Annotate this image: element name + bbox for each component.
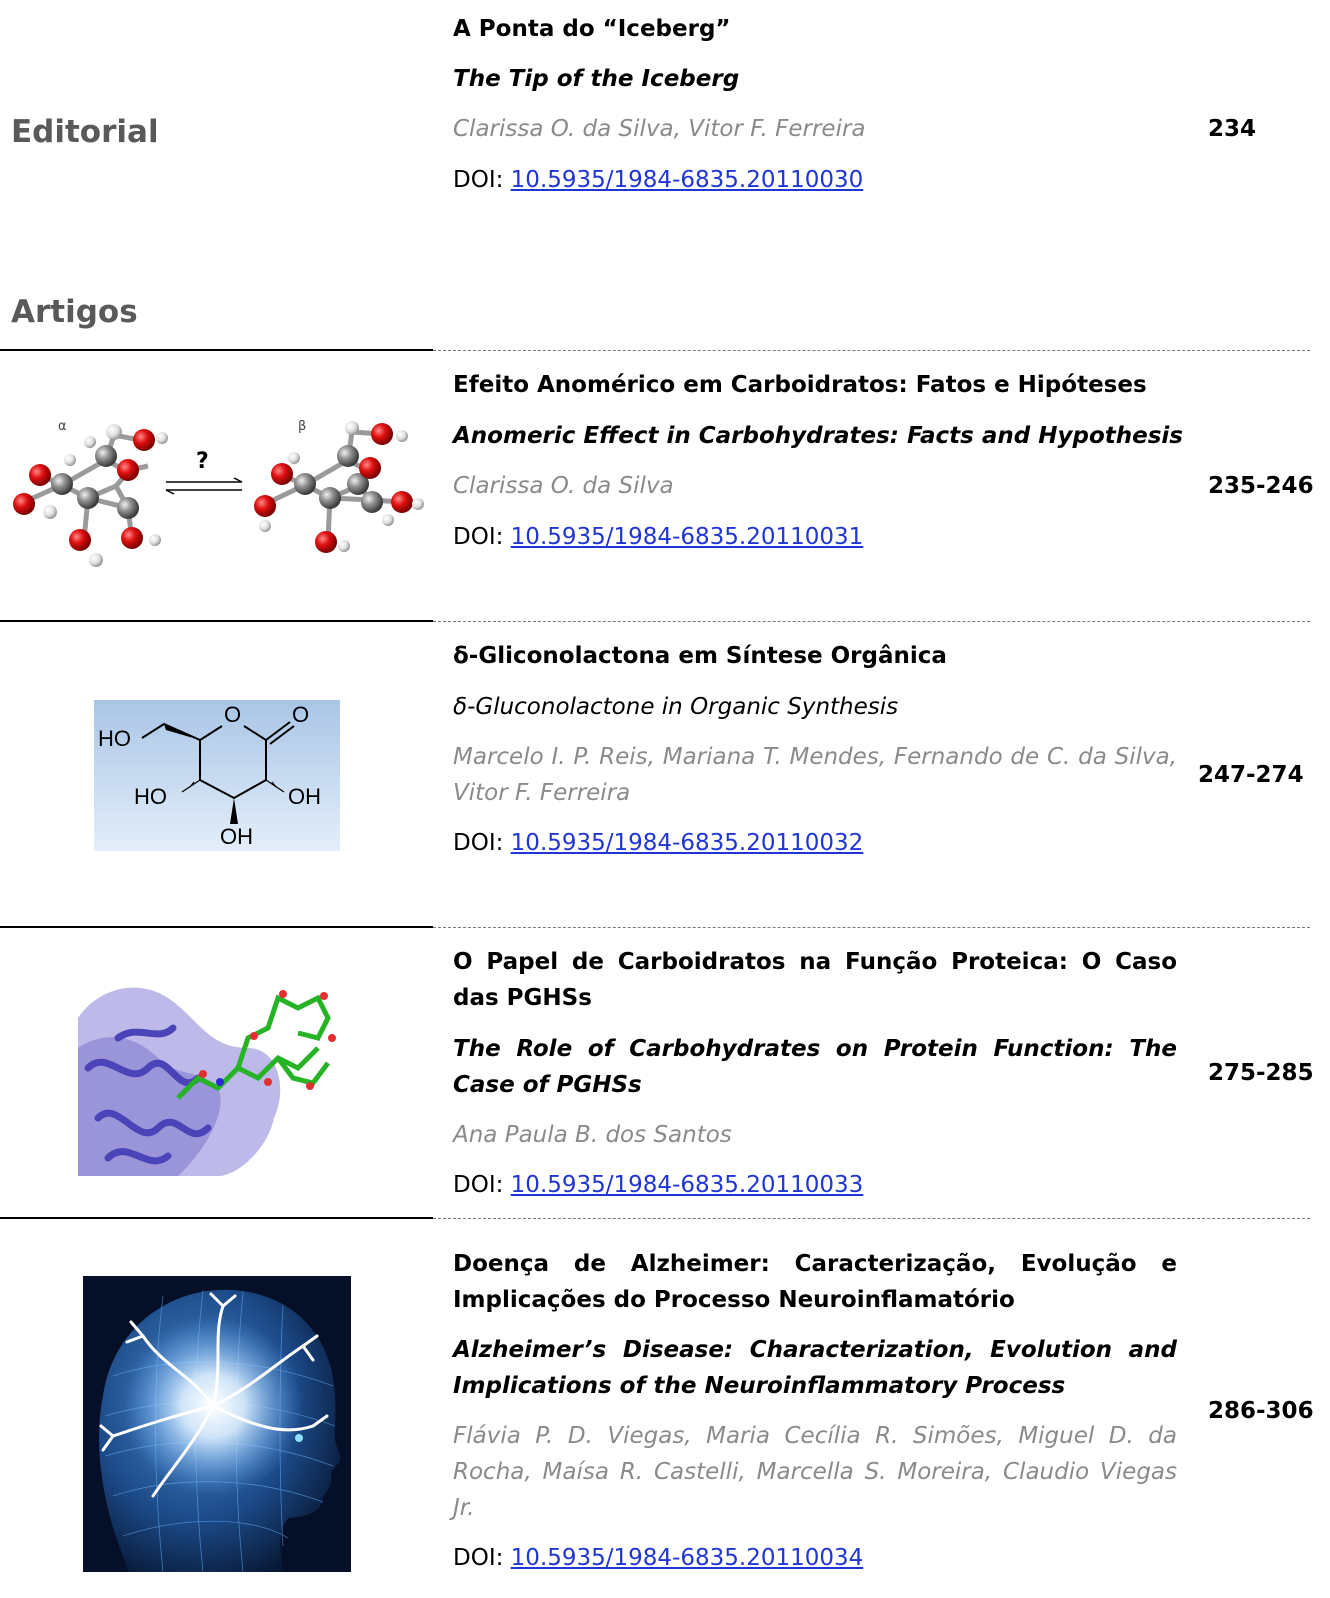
editorial-title: A Ponta do “Iceberg”	[453, 16, 731, 42]
doi-prefix: DOI:	[453, 524, 511, 550]
doi-prefix: DOI:	[453, 830, 511, 856]
divider-solid	[0, 349, 433, 351]
divider-dashed	[433, 1218, 1310, 1219]
article-2-title: δ-Gliconolactona em Síntese Orgânica	[453, 643, 947, 669]
divider-solid	[0, 620, 433, 622]
oh-label: OH	[288, 784, 321, 809]
doi-prefix: DOI:	[453, 1172, 511, 1198]
equilibrium-question-mark: ?	[196, 449, 209, 474]
article-4-subtitle: Alzheimer’s Disease: Characterization, E…	[453, 1337, 1177, 1399]
articles-section-label: Artigos	[11, 294, 138, 330]
oh-label: OH	[220, 824, 253, 849]
divider-solid	[0, 926, 433, 928]
doi-prefix: DOI:	[453, 167, 511, 193]
article-3-title: O Papel de Carboidratos na Função Protei…	[453, 949, 1177, 1011]
article-2-authors: Marcelo I. P. Reis, Mariana T. Mendes, F…	[453, 744, 1177, 806]
article-1-doi: DOI: 10.5935/1984-6835.20110031	[453, 519, 863, 555]
editorial-pages: 234	[1208, 116, 1257, 142]
divider-solid	[0, 1217, 433, 1219]
article-4-title: Doença de Alzheimer: Caracterização, Evo…	[453, 1251, 1177, 1313]
article-4-pages: 286-306	[1208, 1398, 1314, 1424]
gluconolactone-structure-figure: HO O O HO OH OH	[94, 700, 340, 851]
hashed-wedge-bonds	[181, 779, 285, 793]
article-3-subtitle: The Role of Carbohydrates on Protein Fun…	[453, 1036, 1177, 1098]
ring-oxygen-label: O	[224, 702, 241, 727]
divider-dashed	[433, 350, 1310, 351]
beta-label: β	[298, 419, 306, 434]
carbonyl-oxygen-label: O	[292, 702, 309, 727]
article-3-doi: DOI: 10.5935/1984-6835.20110033	[453, 1167, 863, 1203]
article-1-title: Efeito Anomérico em Carboidratos: Fatos …	[453, 372, 1147, 398]
article-2-pages: 247-274	[1198, 762, 1304, 788]
article-1-subtitle: Anomeric Effect in Carbohydrates: Facts …	[453, 423, 1183, 449]
article-3-pages: 275-285	[1208, 1060, 1314, 1086]
doi-prefix: DOI:	[453, 1545, 511, 1571]
ho-label: HO	[98, 726, 131, 751]
article-1-doi-link[interactable]: 10.5935/1984-6835.20110031	[510, 524, 864, 550]
article-2-subtitle: δ-Gluconolactone in Organic Synthesis	[453, 694, 899, 720]
editorial-section-label: Editorial	[11, 114, 159, 150]
anomeric-effect-molecule-figure: α ? β	[13, 419, 424, 567]
article-4-authors: Flávia P. D. Viegas, Maria Cecília R. Si…	[453, 1423, 1177, 1521]
divider-dashed	[433, 927, 1310, 928]
editorial-doi: DOI: 10.5935/1984-6835.20110030	[453, 162, 863, 198]
editorial-subtitle: The Tip of the Iceberg	[453, 66, 740, 92]
editorial-doi-link[interactable]: 10.5935/1984-6835.20110030	[510, 167, 864, 193]
article-3-authors: Ana Paula B. dos Santos	[453, 1122, 732, 1148]
divider-dashed	[433, 621, 1310, 622]
brain-head-figure	[83, 1276, 351, 1572]
article-1-authors: Clarissa O. da Silva	[453, 473, 674, 499]
alpha-label: α	[58, 419, 67, 434]
protein-carbohydrate-figure	[78, 978, 348, 1176]
ho-label: HO	[134, 784, 167, 809]
article-2-doi: DOI: 10.5935/1984-6835.20110032	[453, 825, 863, 861]
equilibrium-arrows	[165, 477, 243, 495]
article-4-doi-link[interactable]: 10.5935/1984-6835.20110034	[510, 1545, 864, 1571]
article-4-doi: DOI: 10.5935/1984-6835.20110034	[453, 1540, 863, 1576]
article-2-doi-link[interactable]: 10.5935/1984-6835.20110032	[510, 830, 864, 856]
article-3-doi-link[interactable]: 10.5935/1984-6835.20110033	[510, 1172, 864, 1198]
article-1-pages: 235-246	[1208, 473, 1314, 499]
editorial-authors: Clarissa O. da Silva, Vitor F. Ferreira	[453, 116, 866, 142]
